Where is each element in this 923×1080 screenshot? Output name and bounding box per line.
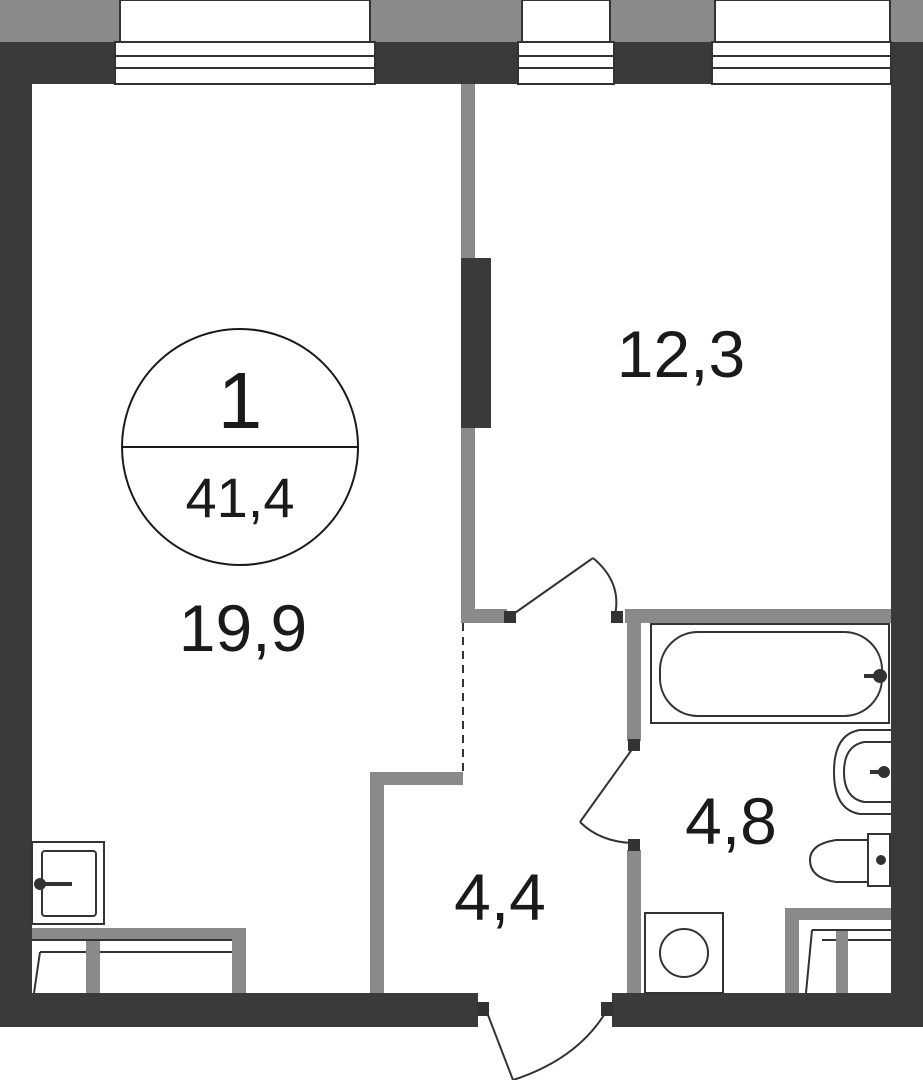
washing-machine bbox=[644, 912, 724, 994]
kitchen-cabinet bbox=[32, 939, 232, 994]
bathroom-area: 4,8 bbox=[685, 784, 777, 858]
bathtub bbox=[650, 623, 890, 724]
hallway-area: 4,4 bbox=[454, 860, 546, 934]
kitchen-sink bbox=[31, 841, 105, 925]
window-bedroom bbox=[711, 41, 892, 85]
window-living bbox=[114, 41, 376, 85]
living-room-area: 19,9 bbox=[179, 591, 307, 665]
total-area: 41,4 bbox=[186, 466, 295, 529]
windows-top bbox=[114, 41, 892, 85]
window-center bbox=[517, 41, 615, 85]
facade-top bbox=[0, 0, 923, 43]
wall-pier bbox=[461, 258, 491, 428]
bathroom-sink bbox=[832, 729, 891, 815]
door-bedroom bbox=[504, 557, 623, 623]
room-count: 1 bbox=[218, 356, 263, 445]
bedroom-area: 12,3 bbox=[617, 317, 745, 391]
door-bathroom bbox=[579, 739, 640, 851]
door-entrance bbox=[477, 1002, 613, 1080]
closet bbox=[805, 929, 891, 994]
area-badge: 1 41,4 bbox=[121, 328, 359, 566]
toilet bbox=[808, 833, 891, 887]
